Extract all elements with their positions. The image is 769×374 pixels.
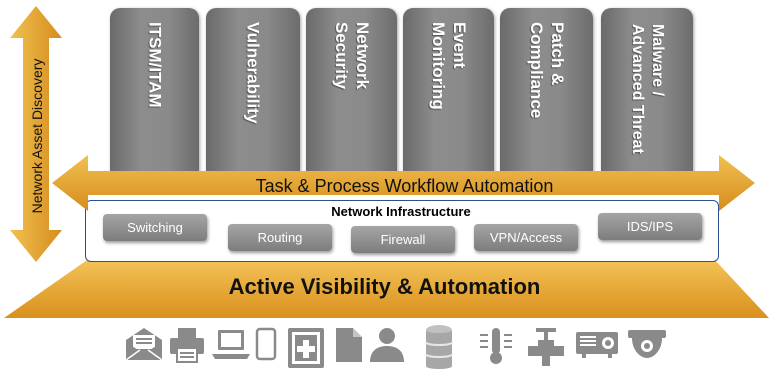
asset-discovery-arrow <box>10 6 62 262</box>
base-label: Active Visibility & Automation <box>228 274 541 299</box>
asset-discovery-label: Network Asset Discovery <box>29 58 45 214</box>
user-icon <box>370 328 404 362</box>
base-platform <box>4 258 769 318</box>
database-icon <box>425 325 453 369</box>
document-icon <box>336 328 362 362</box>
laptop-icon <box>212 330 250 359</box>
printer-icon <box>170 328 204 363</box>
pillar-event-monitoring: Event Monitoring <box>403 8 494 178</box>
pillar-label: Network Security <box>331 22 372 90</box>
chip-switching: Switching <box>103 214 207 241</box>
pillar-malware-advanced-threat: Malware / Advanced Threat <box>601 8 693 178</box>
chip-routing: Routing <box>228 224 332 251</box>
chip-firewall: Firewall <box>351 226 455 253</box>
workflow-label: Task & Process Workflow Automation <box>255 176 554 196</box>
pillar-label: ITSM/ITAM <box>145 22 164 108</box>
camera-icon <box>628 330 666 358</box>
thermometer-icon <box>480 328 512 364</box>
workflow-arrow <box>52 155 755 211</box>
pillar-patch-compliance: Patch & Compliance <box>500 8 593 178</box>
network-infrastructure-title: Network Infrastructure <box>331 204 471 219</box>
pillar-itsm-itam: ITSM/ITAM <box>110 8 199 178</box>
chip-ids-ips: IDS/IPS <box>598 213 702 240</box>
pillar-label: Event Monitoring <box>428 22 469 110</box>
valve-icon <box>528 328 564 366</box>
chip-vpn-access: VPN/Access <box>474 224 578 251</box>
pillar-vulnerability: Vulnerability <box>206 8 300 178</box>
medical-device-icon <box>288 328 324 368</box>
projector-icon <box>576 332 618 358</box>
tablet-icon <box>255 327 277 361</box>
pillar-network-security: Network Security <box>306 8 397 178</box>
pillar-label: Malware / Advanced Threat <box>629 24 666 154</box>
mail-icon <box>125 328 163 361</box>
pillar-label: Vulnerability <box>243 22 263 124</box>
pillar-label: Patch & Compliance <box>526 22 567 119</box>
